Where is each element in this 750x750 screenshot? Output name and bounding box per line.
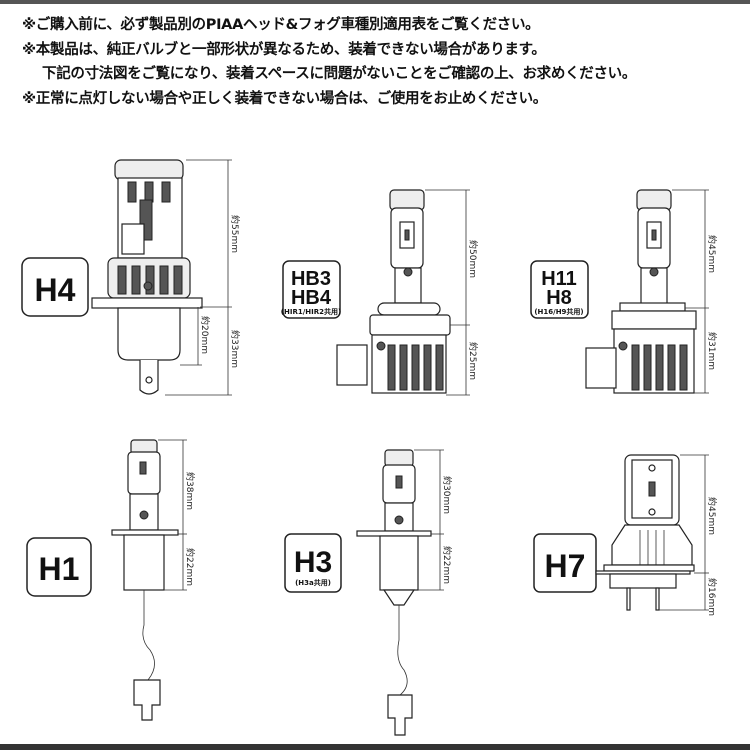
dim-h4-total: 約55mm <box>229 215 241 253</box>
dim-h4-plug: 約20mm <box>199 316 211 354</box>
bulb-h3: H3 (H3a共用) 約30mm 約22mm <box>284 449 453 736</box>
bulb-h7: H7 約45mm 約16mm <box>533 454 718 616</box>
label-h7: H7 <box>545 548 586 584</box>
bulb-drawing-hb <box>336 189 451 394</box>
dim-h1-total: 約38mm <box>184 472 196 510</box>
bulb-drawing-h1 <box>111 439 179 721</box>
bulb-drawing-h4 <box>91 159 203 395</box>
dim-h4-base: 約33mm <box>229 330 241 368</box>
note-4: ※正常に点灯しない場合や正しく装着できない場合は、ご使用をお止めください。 <box>22 90 547 107</box>
dim-h7-total: 約45mm <box>706 497 718 535</box>
label-h8: H8 <box>546 287 572 309</box>
label-h11: H11 <box>541 268 577 290</box>
note-2: ※本製品は、純正バルブと一部形状が異なるため、装着できない場合があります。 <box>22 41 546 58</box>
label-h4: H4 <box>35 272 76 308</box>
dim-h11-base: 約31mm <box>706 332 718 370</box>
label-box-h1 <box>26 537 92 597</box>
bulb-h4: H4 約55mm 約20mm 約33mm <box>21 159 241 396</box>
dim-hb-base: 約25mm <box>467 342 479 380</box>
bottom-border <box>0 744 750 750</box>
top-border <box>0 0 750 4</box>
bulb-h1: H1 約38mm 約22mm <box>26 439 196 721</box>
bulb-h11-h8: H11 H8 (H16/H9共用) 約45mm 約31mm <box>530 189 718 394</box>
dim-hb-total: 約50mm <box>467 240 479 278</box>
label-h11-sub: (H16/H9共用) <box>534 307 583 316</box>
bulb-drawing-h7 <box>595 454 695 611</box>
dim-h1-base: 約22mm <box>184 548 196 586</box>
label-h1: H1 <box>39 551 80 587</box>
bulb-drawing-h3 <box>356 449 432 736</box>
dim-h7-base: 約16mm <box>706 578 718 616</box>
label-hb4: HB4 <box>291 287 332 309</box>
label-box-h4 <box>21 257 89 317</box>
note-1: ※ご購入前に、必ず製品別のPIAAヘッド&フォグ車種別適用表をご覧ください。 <box>22 17 540 33</box>
label-h3: H3 <box>294 546 332 579</box>
bulb-drawing-h11 <box>585 189 697 394</box>
label-box-h3 <box>284 533 342 593</box>
label-box-h7 <box>533 533 597 593</box>
dim-h3-base: 約22mm <box>441 546 453 584</box>
label-hb3: HB3 <box>291 268 331 290</box>
bulb-hb3-hb4: HB3 HB4 (HIR1/HIR2共用) 約50mm 約25mm <box>281 189 479 396</box>
label-box-hb <box>282 260 341 319</box>
dim-h3-total: 約30mm <box>441 476 453 514</box>
note-3: 下記の寸法図をご覧になり、装着スペースに問題がないことをご確認の上、お求めくださ… <box>42 66 637 82</box>
caution-notes: ※ご購入前に、必ず製品別のPIAAヘッド&フォグ車種別適用表をご覧ください。 ※… <box>22 13 742 111</box>
label-hb-sub: (HIR1/HIR2共用) <box>281 307 341 316</box>
label-h3-sub: (H3a共用) <box>295 578 331 587</box>
label-box-h11 <box>530 260 589 319</box>
dim-h11-total: 約45mm <box>706 235 718 273</box>
